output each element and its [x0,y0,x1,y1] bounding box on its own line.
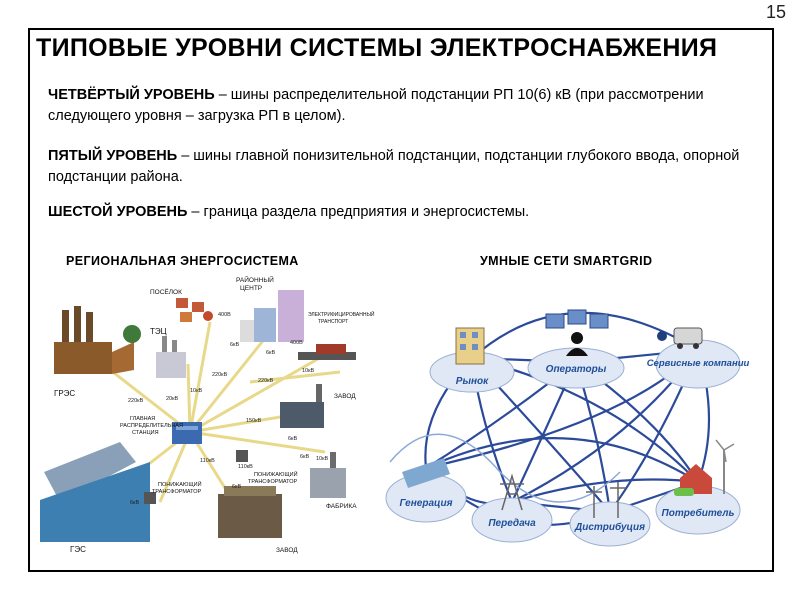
district-center-icon [240,290,304,342]
transformer-right-icon [236,450,248,462]
level-five-text: – шины главной понизительной подстанции,… [48,148,740,185]
utility-pole-icon [586,482,626,518]
label-v220b: 220кВ [258,378,274,384]
level-six-paragraph: ШЕСТОЙ УРОВЕНЬ – граница раздела предпри… [48,202,758,223]
label-hes: ГЭС [70,545,86,554]
generation-node: Генерация [385,458,467,523]
service-label: Сервисные компании [647,358,750,369]
label-electric-transport-2: ТРАНСПОРТ [318,319,348,325]
village-icon [176,298,213,322]
label-v6d: 6кВ [300,454,309,460]
label-v10b: 10кВ [190,388,203,394]
generation-label: Генерация [400,498,453,509]
outline-arc [389,433,621,503]
level-five-term: ПЯТЫЙ УРОВЕНЬ [48,148,178,164]
transformer-left-icon [144,492,156,504]
transmission-node: Передача [471,473,553,543]
plant-bottom-icon [218,486,282,538]
service-van-icon [673,327,703,345]
label-main-substation-3: СТАНЦИЯ [132,430,159,436]
label-v6c: 6кВ [288,436,297,442]
label-v6e: 6кВ [130,500,139,506]
regional-power-system-diagram: ПОСЁЛОК РАЙОННЫЙ ЦЕНТР ЭЛЕКТРИФИЦИРОВАНН… [40,275,375,554]
label-step-down-right-2: ТРАНСФОРМАТОР [248,479,298,485]
slide-frame [28,28,774,572]
regional-system-heading: РЕГИОНАЛЬНАЯ ЭНЕРГОСИСТЕМА [66,254,299,268]
gres-plant-icon [54,306,134,374]
label-factory: ФАБРИКА [326,503,357,510]
label-v400a: 400В [218,312,231,318]
label-plant-top: ЗАВОД [334,393,356,400]
distribution-node: Дистрибуция [569,482,651,547]
service-node: Сервисные компании [647,327,750,389]
level-four-text: – шины распределительной подстанции РП 1… [48,87,704,124]
transmission-label: Передача [488,518,536,529]
distribution-label: Дистрибуция [574,521,645,533]
page-number: 15 [765,2,786,22]
plant-top-icon [280,384,324,428]
operators-node: Операторы [527,309,625,389]
label-step-down-left-2: ТРАНСФОРМАТОР [152,489,202,495]
service-worker-icon [657,331,667,341]
label-v6a: 6кВ [230,342,239,348]
label-tec: ТЭЦ [150,327,167,336]
consumer-node: Потребитель [655,439,741,535]
label-v10c: 10кВ [316,456,329,462]
smartgrid-diagram: Рынок Операторы Сервисные компании Генер… [385,309,750,547]
slide-title: ТИПОВЫЕ УРОВНИ СИСТЕМЫ ЭЛЕКТРОСНАБЖЕНИЯ [36,34,718,62]
label-v110a: 110кВ [200,458,215,464]
smartgrid-heading: УМНЫЕ СЕТИ SMARTGRID [480,254,653,268]
tec-plant-icon [156,336,186,378]
level-four-paragraph: ЧЕТВЁРТЫЙ УРОВЕНЬ – шины распределительн… [48,85,758,127]
level-six-text: – граница раздела предприятия и энергоси… [187,204,530,220]
hes-dam-icon [40,442,150,542]
tree-icon [123,325,141,343]
main-substation-icon [172,422,202,444]
label-district-center-2: ЦЕНТР [240,285,262,292]
house-icon [680,464,712,494]
consumer-label: Потребитель [662,507,735,519]
label-v150: 150кВ [246,418,262,424]
market-node: Рынок [429,327,515,393]
label-v6b: 6кВ [266,350,275,356]
label-main-substation-2: РАСПРЕДЕЛИТЕЛЬНАЯ [120,423,183,429]
label-v220c: 220кВ [128,398,144,404]
label-v220a: 220кВ [212,372,228,378]
label-v10a: 10кВ [302,368,315,374]
factory-icon [310,452,346,498]
level-six-term: ШЕСТОЙ УРОВЕНЬ [48,204,188,220]
electric-transport-icon [298,344,356,360]
operators-label: Операторы [546,364,607,375]
level-five-paragraph: ПЯТЫЙ УРОВЕНЬ – шины главной понизительн… [48,146,758,188]
label-district-center-1: РАЙОННЫЙ [236,275,274,284]
label-village: ПОСЁЛОК [150,288,182,296]
label-v110b: 110кВ [238,464,253,470]
label-v400b: 400В [290,340,303,346]
level-four-term: ЧЕТВЁРТЫЙ УРОВЕНЬ [48,87,215,103]
operator-person-icon [571,332,583,344]
label-gres: ГРЭС [54,389,75,398]
label-main-substation-1: ГЛАВНАЯ [130,416,155,422]
label-v6f: 6кВ [232,484,241,490]
electric-car-icon [674,488,694,496]
label-plant-bottom: ЗАВОД [276,547,298,554]
label-step-down-left-1: ПОНИЖАЮЩИЙ [158,480,202,488]
market-label: Рынок [456,376,489,387]
label-v20: 20кВ [166,396,179,402]
pylon-icon [500,473,524,511]
dam-icon [402,458,450,488]
label-step-down-right-1: ПОНИЖАЮЩИЙ [254,470,298,478]
label-electric-transport-1: ЭЛЕКТРИФИЦИРОВАННЫЙ [308,310,375,318]
